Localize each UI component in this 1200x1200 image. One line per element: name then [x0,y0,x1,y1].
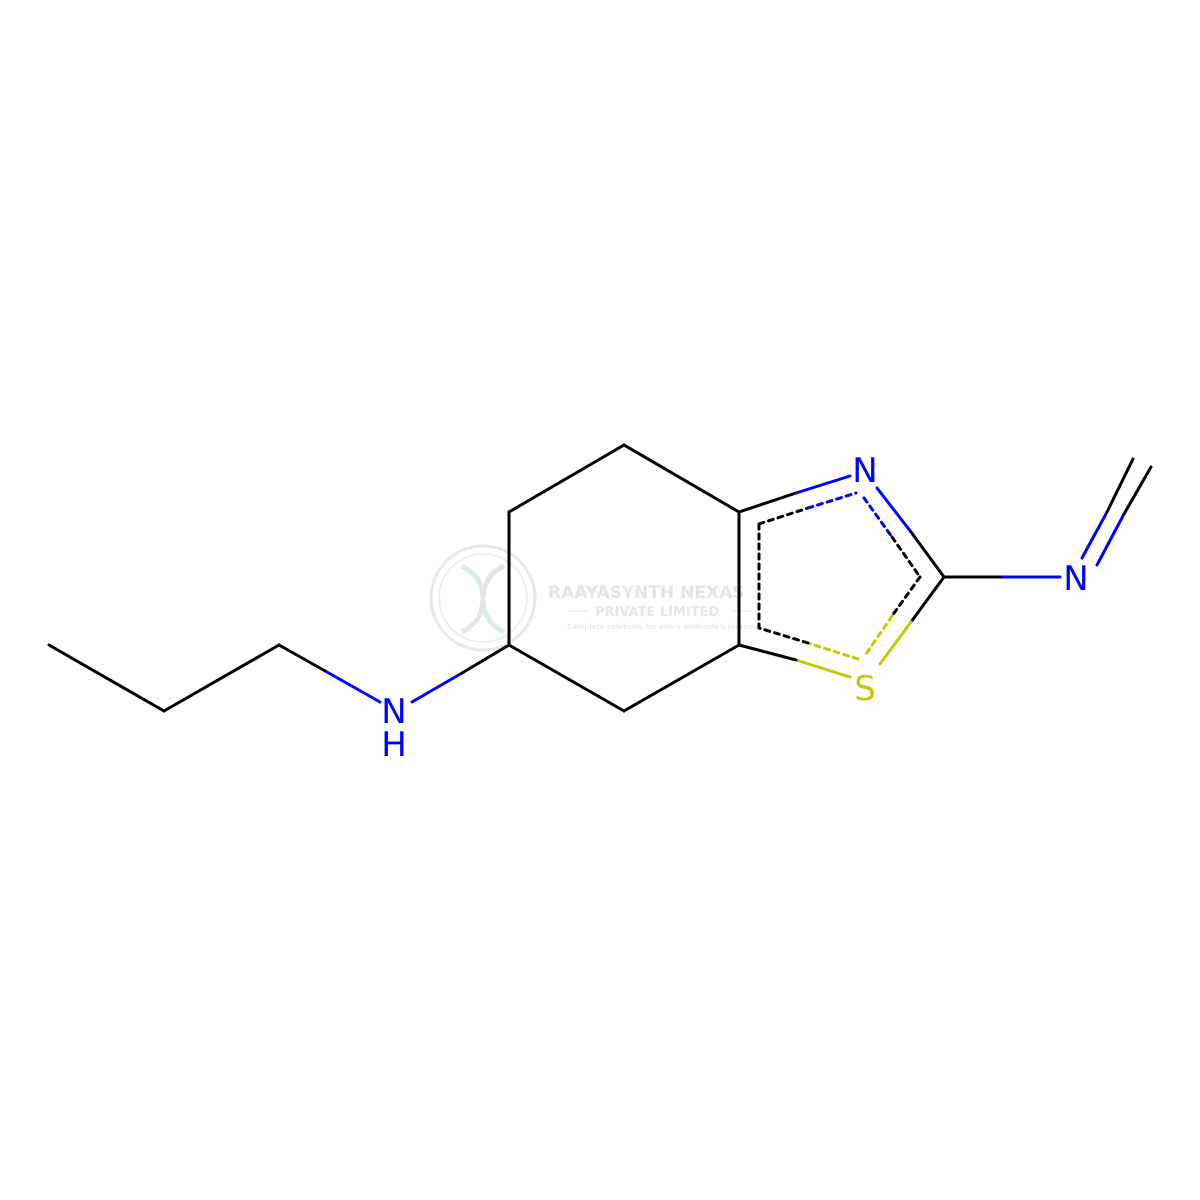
bond-c3-nh-blue [325,670,382,704]
bond-nh-c6-black [460,643,511,675]
bonds [47,443,1153,713]
bond-c4-c3a [622,443,741,514]
bond-n3-c2-blue [875,486,913,534]
aromatic-s1-c7a-yellow [806,641,860,661]
bond-c7-c6 [507,643,626,713]
aromatic-c3a-n3-black [757,506,810,526]
aromatic-n3-c2-blue [862,496,894,539]
bond-c1-c2 [47,643,166,713]
bond-c2-s1-black [909,575,946,624]
bond-nimine-ch2-blue-b [1095,512,1126,567]
atom-n-thiazole: N [852,451,877,491]
watermark-logo-icon [429,544,537,652]
aromatic-c2-s1-black [890,575,922,618]
bond-s1-c7a-black [737,643,798,662]
bond-c2-c3 [162,643,281,713]
bond-c3-nh-black [277,643,329,674]
aromatic-c2-s1-yellow [864,614,894,656]
bond-nimine-ch2-black-b [1122,465,1153,516]
bond-nimine-ch2-black-a [1105,457,1135,514]
aromatic-n3-c2-black [890,535,922,579]
atom-n-imine: N [1063,559,1088,599]
watermark-subtitle: PRIVATE LIMITED [595,605,720,620]
bond-c3a-n3-blue [794,474,852,495]
aromatic-c3a-n3-blue [806,491,858,510]
atom-n-amine: N [381,692,406,732]
bond-nimine-ch2-blue-a [1080,510,1109,560]
atom-labels: N S N N H [381,451,1089,765]
atom-s-thiazole: S [854,669,876,709]
bond-n3-c2-black [909,530,946,579]
bond-c2-s1-yellow [878,620,913,666]
bond-c7a-c7 [622,643,741,713]
watermark-tagline: Complete solutions for every molecule's … [567,623,758,631]
watermark-company: RAAYASYNTH NEXAS [548,583,745,603]
atom-h-amine: H [381,725,407,765]
bond-nh-c6-blue [410,671,464,704]
bond-c5-c4 [507,443,626,514]
aromatic-s1-c7a-black [757,626,810,645]
watermark: RAAYASYNTH NEXAS PRIVATE LIMITED Complet… [429,544,758,652]
bond-c3a-n3-black [737,491,798,514]
bond-s1-c7a-yellow [794,658,852,679]
